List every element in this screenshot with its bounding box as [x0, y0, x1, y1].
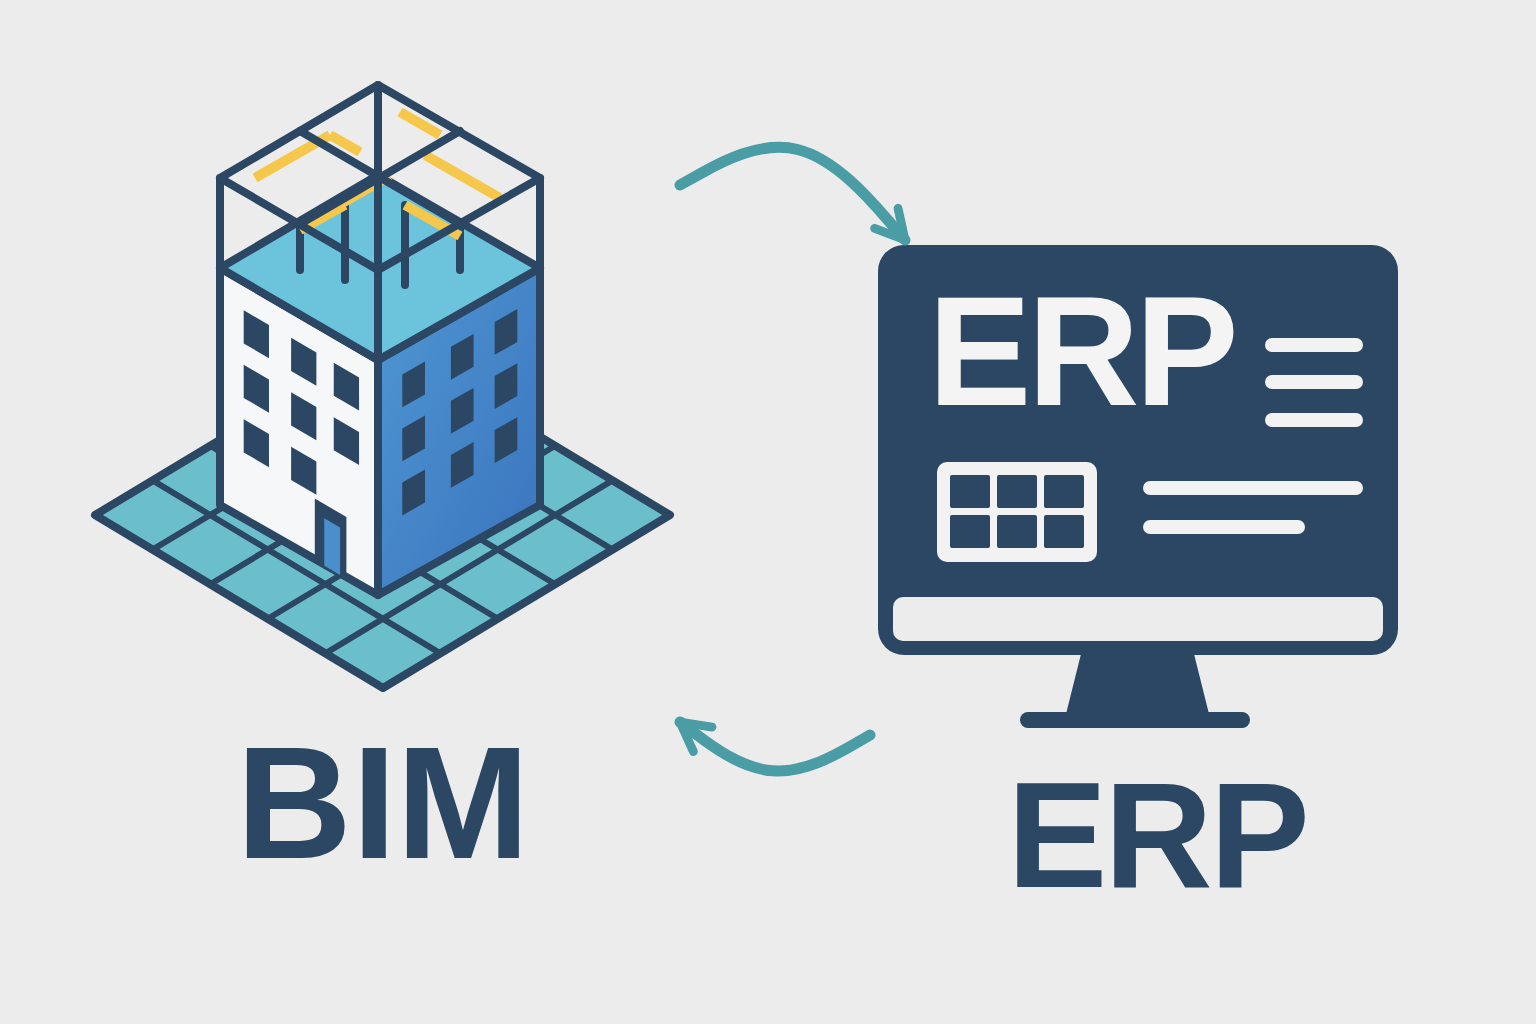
monitor: [878, 245, 1398, 728]
flow-arrow: [680, 147, 905, 240]
system-label: ERP: [1007, 760, 1306, 910]
building: [220, 85, 540, 595]
bim-figure: BIM: [90, 78, 680, 889]
screen-title: ERP: [928, 274, 1235, 429]
system-label: BIM: [236, 723, 529, 883]
erp-monitor: ERP ERP: [870, 240, 1405, 920]
flow-arrow: [680, 722, 870, 771]
